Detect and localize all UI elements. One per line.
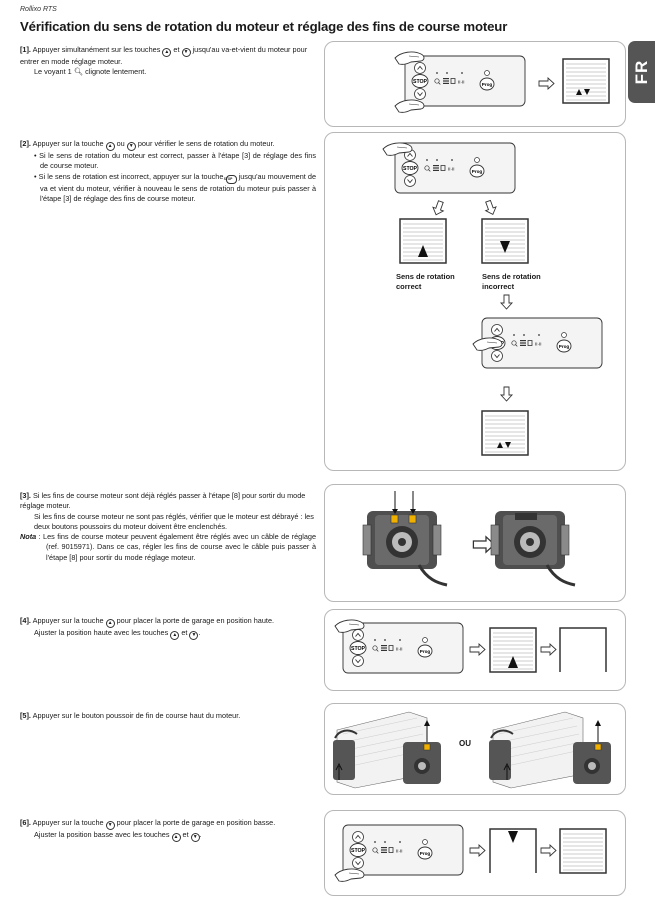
step-3-line-2: Si les fins de course moteur ne sont pas… (34, 511, 314, 531)
step-number: [5]. (20, 711, 31, 720)
arrow-down-2 (500, 386, 513, 402)
limit-button-1 (390, 514, 399, 524)
down-button-icon: ▼ (126, 142, 136, 151)
step-4-line-2: pour placer la porte de garage en positi… (116, 616, 275, 625)
up-button-icon: ▲ (170, 631, 180, 640)
motor-unit-engaged (489, 509, 577, 587)
step-6-line-3: Ajuster la position basse avec les touch… (34, 830, 170, 839)
hand-pressing-down (334, 868, 365, 882)
step-2-bullet-2b: jusqu'au mouvement de va et vient du mot… (40, 171, 317, 203)
step-2-panel: Sens de rotation correct Sens de rotatio… (324, 132, 626, 471)
step-5-panel: OU (324, 703, 626, 795)
step-1-blink: clignote lentement. (85, 67, 147, 77)
arrow-right-2 (540, 643, 557, 656)
motion-arrows (576, 89, 590, 95)
arrow-down (500, 294, 513, 310)
motor-head-2 (489, 740, 511, 780)
step-4-panel (324, 609, 626, 691)
arrow-down-left (430, 199, 447, 218)
step-2-line-2: pour vérifier le sens de rotation du mot… (137, 139, 275, 148)
down-arrow (500, 241, 510, 253)
step-number: [3]. (20, 491, 31, 500)
step-4-text: [4]. Appuyer sur la touche ▲ pour placer… (20, 616, 275, 640)
step-6-text: [6]. Appuyer sur la touche ▼ pour placer… (20, 818, 276, 842)
step-1-line-2: jusqu'au va-et-vient du moteur pour entr… (20, 45, 308, 66)
up-button-icon: ▲ (171, 833, 181, 842)
up-button-icon: ▲ (105, 142, 115, 151)
step-number: [4]. (20, 616, 31, 625)
remote-control (342, 824, 464, 876)
arrow-right (469, 844, 486, 857)
garage-door (562, 58, 610, 104)
garage-door-result (481, 410, 529, 456)
step-1-and: et (173, 45, 180, 54)
nota-text: : Les fins de course moteur peuvent égal… (38, 532, 316, 562)
motion-arrows (497, 442, 511, 448)
remote-control (404, 55, 526, 107)
nota-label: Nota (20, 532, 37, 542)
motor-head (333, 740, 355, 780)
step-3-text: [3]. Si les fins de course moteur sont d… (20, 491, 316, 563)
caption-incorrect: Sens de rotation incorrect (482, 272, 541, 291)
remote-control (394, 142, 516, 194)
up-button-icon: ▲ (105, 619, 115, 628)
step-2-line: Appuyer sur la touche (32, 139, 104, 148)
arrow-right (538, 77, 555, 90)
down-button-icon: ▼ (105, 821, 115, 830)
stop-button-icon: STOP (224, 174, 237, 184)
garage-door-closed (559, 828, 607, 874)
step-2-bullet-2: • Si le sens de rotation est incorrect, … (34, 171, 224, 181)
caption-correct: Sens de rotation correct (396, 272, 455, 291)
step-3-line-1: Si les fins de course moteur sont déjà r… (20, 491, 306, 511)
up-button-icon: ▲ (162, 48, 172, 57)
up-arrow (418, 245, 428, 257)
product-header: Rollixo RTS (20, 6, 57, 13)
buttons-pressed (515, 513, 537, 520)
step-2-bullet-1: • Si le sens de rotation du moteur est c… (34, 151, 316, 171)
arrow-right-2 (540, 844, 557, 857)
remote-control (342, 622, 464, 674)
down-button-icon: ▼ (181, 48, 191, 57)
page-title: Vérification du sens de rotation du mote… (20, 19, 508, 34)
hand-pressing-down (394, 99, 425, 113)
arrow-down-right (482, 198, 499, 217)
step-3-panel (324, 484, 626, 602)
step-6-and: et (182, 830, 189, 839)
step-6-line: Appuyer sur la touche (32, 818, 104, 827)
down-button-icon: ▼ (190, 833, 200, 842)
step-4-and: et (181, 628, 188, 637)
step-6-panel (324, 810, 626, 896)
step-5-line: Appuyer sur le bouton poussoir de fin de… (32, 711, 241, 720)
step-1-led: Le voyant 1 (34, 67, 72, 77)
step-2-or: ou (116, 139, 125, 148)
step-1-text: [1]. Appuyer simultanément sur les touch… (20, 45, 316, 78)
language-tab-label: FR (631, 59, 651, 85)
down-button-icon: ▼ (189, 631, 199, 640)
step-4-line-3: Ajuster la position haute avec les touch… (34, 628, 169, 637)
motor-unit (361, 509, 449, 587)
limit-button-2 (408, 514, 417, 524)
step-number: [2]. (20, 139, 31, 148)
down-arrow (508, 831, 518, 843)
step-1-panel (324, 41, 626, 127)
garage-door-open (559, 627, 607, 673)
or-label: OU (459, 739, 471, 748)
language-tab: FR (628, 41, 655, 103)
step-number: [6]. (20, 818, 31, 827)
magnifier-led-icon: 🔍︎ (73, 67, 84, 77)
step-5-text: [5]. Appuyer sur le bouton poussoir de f… (20, 711, 316, 721)
step-2-text: [2]. Appuyer sur la touche ▲ ou ▼ pour v… (20, 139, 316, 204)
up-arrow (508, 656, 518, 668)
step-6-line-2: pour placer la porte de garage en positi… (116, 818, 276, 827)
step-number: [1]. (20, 45, 31, 54)
step-4-line: Appuyer sur la touche (32, 616, 104, 625)
arrow-right (469, 643, 486, 656)
step-1-line: Appuyer simultanément sur les touches (32, 45, 161, 54)
